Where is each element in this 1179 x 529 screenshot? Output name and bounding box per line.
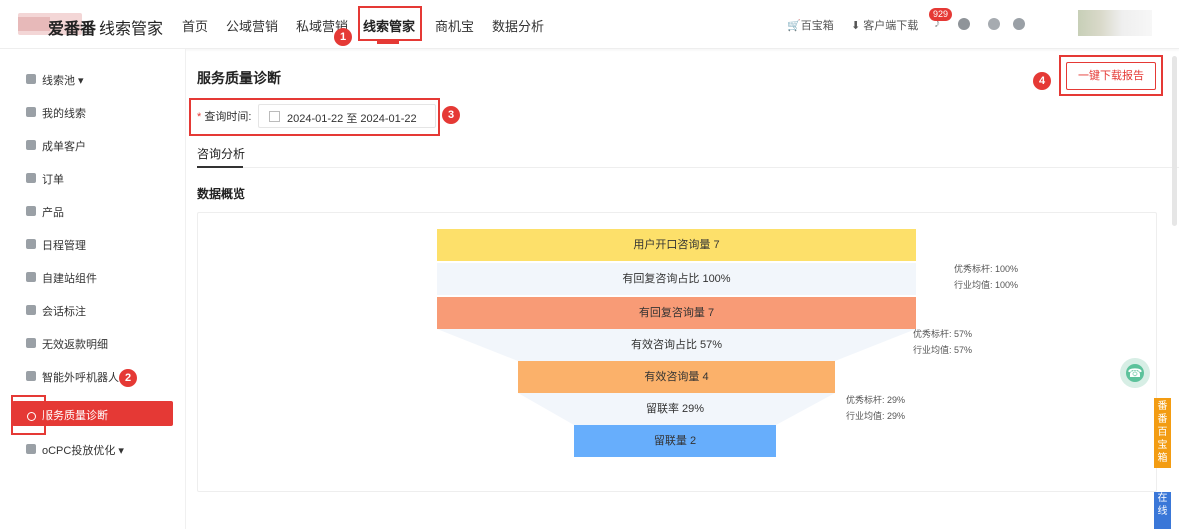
funnel-retention-count: 留联量 2 (574, 425, 776, 457)
online-service-tab[interactable]: 在线 (1154, 492, 1171, 529)
tab-active-underline (197, 166, 243, 168)
user-icon (26, 140, 36, 150)
nav-public-marketing[interactable]: 公域营销 (226, 19, 279, 34)
nav-home[interactable]: 首页 (182, 19, 209, 34)
download-icon: ⬇ (851, 20, 864, 32)
top-nav-bar: 爱番番线索管家 首页 公域营销 私域营销 线索管家 商机宝 数据分析 1 🛒百宝… (0, 0, 1179, 49)
edit-icon (26, 272, 36, 282)
sidebar-item-chat-tagging[interactable]: 会话标注 (0, 294, 185, 326)
nav-opportunity[interactable]: 商机宝 (435, 19, 475, 34)
bell-icon[interactable]: ♪ (934, 15, 941, 30)
avatar[interactable] (1078, 10, 1152, 36)
funnel-reply-ratio: 有回复咨询占比 100% (437, 263, 916, 295)
brand-title[interactable]: 爱番番线索管家 (48, 21, 164, 38)
highlight-box-sidebar (11, 395, 46, 435)
step-badge-2: 2 (119, 369, 137, 387)
treasure-box-side-tab[interactable]: 番番百宝箱 (1154, 398, 1171, 468)
sidebar-item-site-builder[interactable]: 自建站组件 (0, 261, 185, 293)
funnel-reply-count: 有回复咨询量 7 (437, 297, 916, 329)
phone-icon: ☎ (1126, 364, 1144, 382)
sidebar-item-service-diagnosis[interactable]: 服务质量诊断 (12, 401, 173, 426)
sidebar-item-closed-customers[interactable]: 成单客户 (0, 129, 185, 161)
funnel-open-consult: 用户开口咨询量 7 (437, 229, 916, 261)
benchmark-retention: 优秀标杆: 29% 行业均值: 29% (846, 395, 906, 421)
sidebar: 线索池 ▾ 我的线索 成单客户 订单 产品 日程管理 自建站组件 会话标注 无效… (0, 49, 186, 529)
funnel-connectors (437, 329, 916, 425)
step-badge-1: 1 (334, 28, 352, 46)
robot-icon (26, 371, 36, 381)
page-title: 服务质量诊断 (197, 70, 281, 86)
tab-divider (197, 167, 1179, 168)
pen-icon (26, 305, 36, 315)
sidebar-item-my-leads[interactable]: 我的线索 (0, 96, 185, 128)
phone-float-button[interactable]: ☎ (1120, 358, 1150, 388)
notification-count-badge: 929 (929, 8, 953, 21)
help-icon[interactable] (958, 18, 970, 30)
tab-consult-analysis[interactable]: 咨询分析 (197, 147, 246, 161)
search-icon (27, 412, 36, 421)
sidebar-item-orders[interactable]: 订单 (0, 162, 185, 194)
clock-icon (26, 239, 36, 249)
calendar-icon (269, 111, 280, 122)
list-icon (26, 74, 36, 84)
sidebar-item-products[interactable]: 产品 (0, 195, 185, 227)
active-nav-underline (377, 41, 399, 44)
funnel-retention-rate: 留联率 29% (645, 403, 705, 415)
highlight-box-download (1059, 55, 1163, 96)
funnel-panel: 用户开口咨询量 7 有回复咨询占比 100% 有回复咨询量 7 有效咨询占比 5… (197, 212, 1157, 492)
sidebar-item-refunds[interactable]: 无效返款明细 (0, 327, 185, 359)
nav-data-analysis[interactable]: 数据分析 (492, 19, 545, 34)
benchmark-reply: 优秀标杆: 100% 行业均值: 100% (954, 264, 1019, 290)
step-badge-4: 4 (1033, 72, 1051, 90)
logo-mark (18, 17, 50, 31)
scrollbar[interactable] (1172, 56, 1177, 226)
settings-icon[interactable] (988, 18, 1000, 30)
download-report-button[interactable]: 一键下载报告 (1066, 62, 1156, 90)
section-title: 数据概览 (197, 187, 246, 201)
funnel-taper-1 (437, 329, 916, 361)
funnel-valid-count: 有效咨询量 4 (518, 361, 835, 393)
sidebar-item-robot-caller[interactable]: 智能外呼机器人 (0, 360, 185, 392)
treasure-box-link[interactable]: 🛒百宝箱 (787, 20, 834, 32)
download-circle-icon[interactable] (1013, 18, 1025, 30)
date-range-picker[interactable]: 2024-01-22 至 2024-01-22 (258, 104, 436, 128)
order-icon (26, 173, 36, 183)
client-download-link[interactable]: ⬇ 客户端下载 (851, 20, 919, 32)
funnel-valid-ratio: 有效咨询占比 57% (630, 339, 723, 351)
sidebar-item-ocpc[interactable]: oCPC投放优化 ▾ (0, 433, 185, 465)
chart-icon (26, 444, 36, 454)
nav-private-marketing[interactable]: 私域营销 (296, 19, 349, 34)
cart-icon: 🛒 (787, 20, 801, 32)
refund-icon (26, 338, 36, 348)
box-icon (26, 206, 36, 216)
funnel-taper-2 (518, 393, 835, 425)
highlight-box-date (189, 98, 440, 136)
sidebar-item-schedule[interactable]: 日程管理 (0, 228, 185, 260)
sidebar-item-lead-pool[interactable]: 线索池 ▾ (0, 63, 185, 95)
step-badge-3: 3 (442, 106, 460, 124)
folder-icon (26, 107, 36, 117)
query-label: * 查询时间: (197, 111, 252, 123)
nav-lead-manager[interactable]: 线索管家 (363, 19, 416, 34)
benchmark-valid: 优秀标杆: 57% 行业均值: 57% (913, 329, 973, 355)
highlight-box-nav (358, 6, 422, 41)
